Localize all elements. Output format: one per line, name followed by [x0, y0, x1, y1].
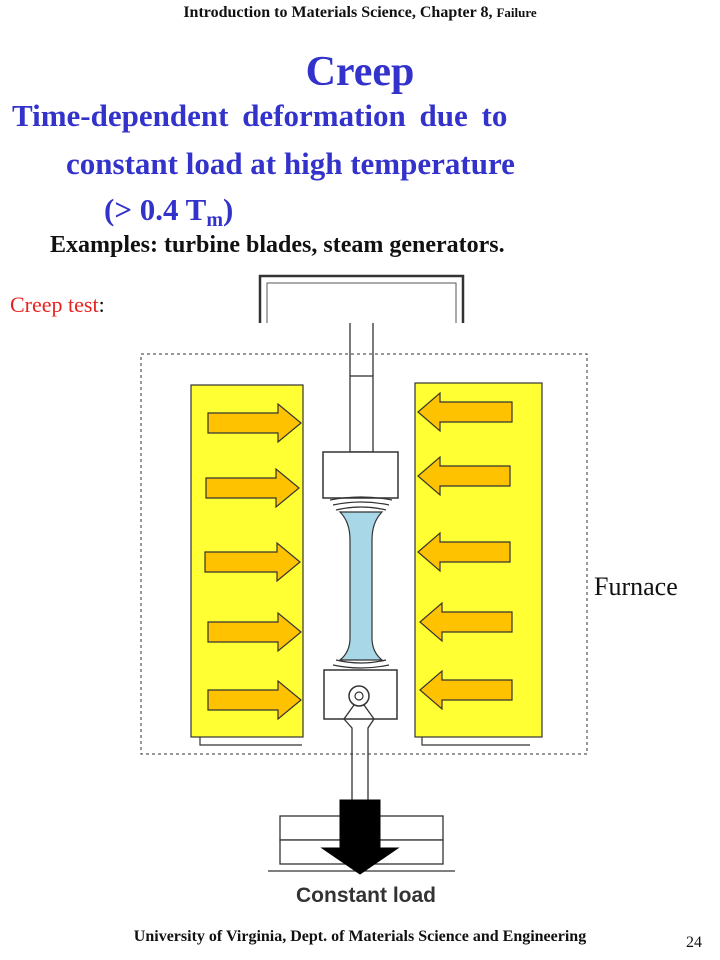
- creep-test-colon: :: [98, 292, 105, 317]
- heat-arrow-right-5: [419, 669, 513, 711]
- chapter-topic: Failure: [496, 5, 537, 20]
- upper-pull-rod: [349, 375, 374, 453]
- examples-text: Examples: turbine blades, steam generato…: [50, 232, 505, 258]
- definition-line-2: constant load at high temperature: [66, 146, 515, 181]
- slide-header: Introduction to Materials Science, Chapt…: [0, 4, 720, 22]
- furnace-outline: [140, 353, 588, 755]
- slide-footer: University of Virginia, Dept. of Materia…: [133, 928, 587, 945]
- pin-joint-inner: [354, 691, 364, 701]
- heat-arrow-right-4: [419, 601, 513, 643]
- heat-arrow-left-4: [207, 611, 302, 653]
- creep-test-text: Creep test: [10, 292, 99, 317]
- definition-line-1: Time-dependent deformation due to: [12, 98, 508, 133]
- temperature-condition: (> 0.4 Tm): [104, 192, 233, 232]
- furnace-label: Furnace: [594, 572, 678, 601]
- heat-arrow-left-3: [204, 541, 301, 583]
- temp-suffix: ): [223, 192, 234, 227]
- top-frame-inner: [266, 282, 457, 323]
- right-heater-ledge: [421, 737, 530, 746]
- slide-title: Creep: [305, 49, 415, 95]
- temp-subscript: m: [206, 209, 224, 231]
- course-title: Introduction to Materials Science, Chapt…: [183, 4, 493, 21]
- heat-arrow-right-3: [417, 531, 511, 573]
- load-arrow-icon: [320, 799, 400, 875]
- heat-arrow-left-1: [207, 402, 302, 444]
- test-specimen: [338, 511, 384, 661]
- creep-test-label: Creep test:: [10, 292, 105, 318]
- top-frame: [258, 274, 465, 323]
- heat-arrow-right-2: [417, 455, 511, 497]
- upper-grip-threads: [329, 496, 393, 511]
- load-linkage: [343, 704, 375, 800]
- left-heater-ledge: [199, 737, 302, 746]
- constant-load-label: Constant load: [296, 884, 436, 907]
- temp-prefix: (> 0.4 T: [104, 192, 207, 227]
- heat-arrow-left-5: [207, 679, 302, 721]
- upper-grip: [322, 451, 399, 499]
- heat-arrow-left-2: [205, 467, 300, 509]
- heat-arrow-right-1: [417, 391, 513, 433]
- page-number: 24: [686, 934, 702, 951]
